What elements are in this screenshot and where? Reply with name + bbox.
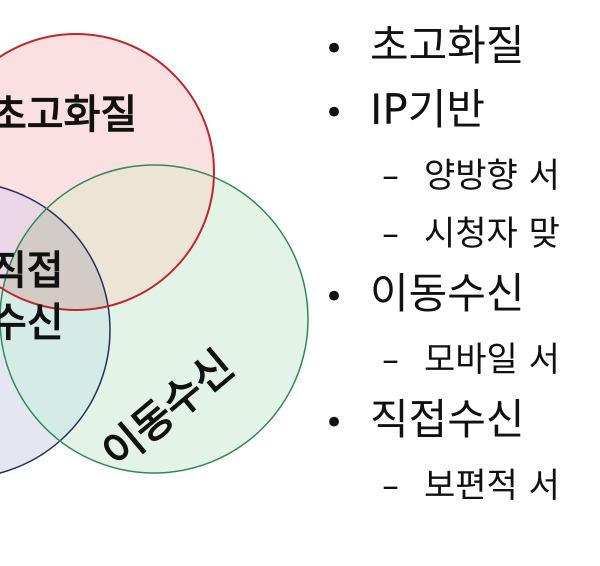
bullet-text: 초고화질 xyxy=(370,21,525,70)
sub-bullet-text: 양방향 서 xyxy=(424,156,560,196)
bullet-item-uhd: • 초고화질 xyxy=(318,18,525,74)
bullet-item-mobile: • 이동수신 xyxy=(318,266,525,322)
sub-bullet-marker: – xyxy=(382,340,399,380)
venn-label-uhd: 초고화질 xyxy=(0,92,137,138)
bullet-text: 직접수신 xyxy=(370,395,525,444)
bullet-text: 이동수신 xyxy=(370,269,525,318)
sub-bullet-item: –모바일 서 xyxy=(382,336,560,384)
venn-outline-direct xyxy=(0,186,111,474)
sub-bullet-item: –시청자 맞 xyxy=(382,210,560,258)
venn-outline-mobile xyxy=(0,164,309,474)
sub-bullet-text: 보편적 서 xyxy=(424,466,560,506)
bullet-marker: • xyxy=(324,277,345,317)
bullet-marker: • xyxy=(324,403,345,443)
venn-outline-uhd xyxy=(0,33,215,311)
sub-bullet-text: 모바일 서 xyxy=(424,340,560,380)
sub-bullet-item: –보편적 서 xyxy=(382,462,560,510)
venn-label-direct-line1: 직접 xyxy=(0,248,64,294)
bullet-item-direct: • 직접수신 xyxy=(318,392,525,448)
bullet-marker: • xyxy=(324,93,345,133)
sub-bullet-item: –양방향 서 xyxy=(382,152,560,200)
sub-bullet-text: 시청자 맞 xyxy=(424,214,560,254)
sub-bullet-marker: – xyxy=(382,214,399,254)
overlap-center xyxy=(0,182,110,310)
sub-bullet-marker: – xyxy=(382,156,399,196)
bullet-marker: • xyxy=(324,29,345,69)
bullet-item-ip: • IP기반 xyxy=(318,82,485,138)
venn-label-direct-line2: 수신 xyxy=(0,300,64,346)
bullet-text: IP기반 xyxy=(370,85,485,134)
sub-bullet-marker: – xyxy=(382,466,399,506)
